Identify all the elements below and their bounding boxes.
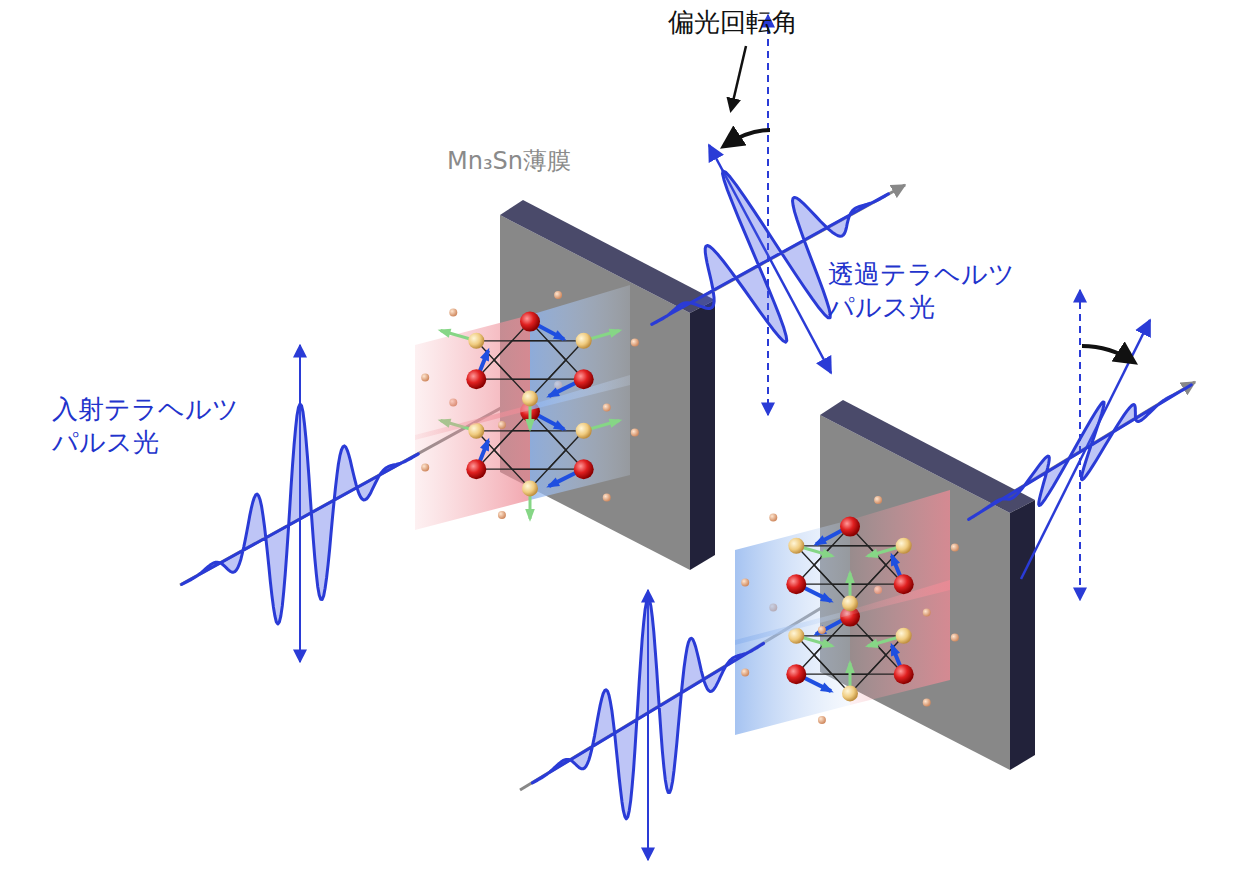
spin-arrow-head (609, 419, 623, 428)
sn-atom (842, 685, 858, 701)
lattice-part (476, 341, 583, 399)
material-label: Mn₃Sn薄膜 (447, 146, 647, 176)
sn-atom (468, 333, 484, 349)
mn-atom (840, 517, 860, 537)
spin-arrow-head (891, 553, 900, 567)
lattice-part (421, 463, 429, 471)
mn-atom (574, 369, 594, 389)
lattice-part (631, 339, 639, 347)
sn-atom (522, 480, 538, 496)
sn-atom (842, 595, 858, 611)
plane-shade (530, 285, 630, 410)
sn-atom (522, 390, 538, 406)
spin-arrow-head (438, 329, 452, 338)
lattice-part (818, 626, 826, 634)
spin-arrow-head (821, 639, 835, 648)
lattice-part (494, 431, 566, 470)
plane-shade (735, 520, 850, 645)
spin-arrow-head (813, 625, 827, 635)
spin-arrow-head (820, 592, 834, 602)
spin-arrow-head (480, 348, 489, 362)
thin-film (820, 400, 1035, 770)
lattice-part (814, 546, 886, 585)
sn-atom (896, 628, 912, 644)
reference-polarization (767, 15, 769, 415)
plane-shade (850, 490, 950, 615)
spin-arrow-head (553, 420, 567, 430)
kagome-lattice (735, 490, 959, 735)
thin-film (500, 200, 715, 570)
spin-arrow-head (553, 330, 567, 340)
spin-arrow-head (865, 639, 879, 648)
lattice-part (923, 699, 931, 707)
spin-arrow-head (480, 438, 489, 452)
mn-atom (894, 574, 914, 594)
spin-arrow-head (609, 329, 623, 338)
lattice-part (603, 404, 611, 412)
sn-atom (576, 423, 592, 439)
spin-arrow-head (813, 535, 827, 545)
pulse-label: 入射テラヘルツ パルス光 (52, 393, 257, 458)
lattice-part (874, 496, 882, 504)
sn-atom (576, 333, 592, 349)
pulse-label: 透過テラヘルツ パルス光 (828, 258, 1033, 323)
sn-atom (788, 538, 804, 554)
leader-line (731, 46, 746, 110)
rotation-arrow (1082, 346, 1134, 362)
lattice-part (818, 716, 826, 724)
terahertz-pulse (182, 404, 419, 624)
lattice-part (631, 429, 639, 437)
lattice-part (796, 636, 903, 694)
mn-atom (574, 459, 594, 479)
lattice-part (923, 609, 931, 617)
lattice-part (476, 412, 583, 470)
mn-atom (786, 664, 806, 684)
mn-atom (894, 664, 914, 684)
terahertz-pulse (969, 385, 1192, 520)
mn-atom (466, 459, 486, 479)
spin-arrow-head (525, 419, 535, 432)
lattice-part (769, 513, 777, 521)
mn-atom (520, 312, 540, 332)
spin-arrow-head (865, 549, 879, 558)
mn-atom (786, 574, 806, 594)
lattice-part (741, 578, 749, 586)
lattice-part (498, 511, 506, 519)
spin-arrow-head (525, 509, 535, 522)
plane-shade (415, 315, 530, 440)
sn-atom (896, 538, 912, 554)
rotation-arrow (724, 130, 770, 146)
spin-arrow-head (821, 549, 835, 558)
spin-arrow-head (820, 682, 834, 692)
lattice-part (814, 636, 886, 675)
lattice-part (951, 544, 959, 552)
spin-arrow-head (546, 387, 560, 397)
lattice-part (498, 421, 506, 429)
spin-arrow-head (845, 660, 855, 673)
kagome-lattice (415, 285, 639, 530)
terahertz-pulse (532, 598, 763, 819)
spin-arrow-head (891, 643, 900, 657)
spin-arrow-head (845, 570, 855, 583)
lattice-part (741, 668, 749, 676)
lattice-part (603, 494, 611, 502)
spin-arrow-head (546, 477, 560, 487)
lattice-part (951, 634, 959, 642)
lattice-part (796, 546, 903, 604)
lattice-part (449, 308, 457, 316)
mn-atom (466, 369, 486, 389)
lattice-part (554, 291, 562, 299)
lattice-part (476, 431, 583, 489)
annotation-label: 偏光回転角 (668, 6, 868, 39)
lattice-part (494, 341, 566, 380)
lattice-part (421, 373, 429, 381)
